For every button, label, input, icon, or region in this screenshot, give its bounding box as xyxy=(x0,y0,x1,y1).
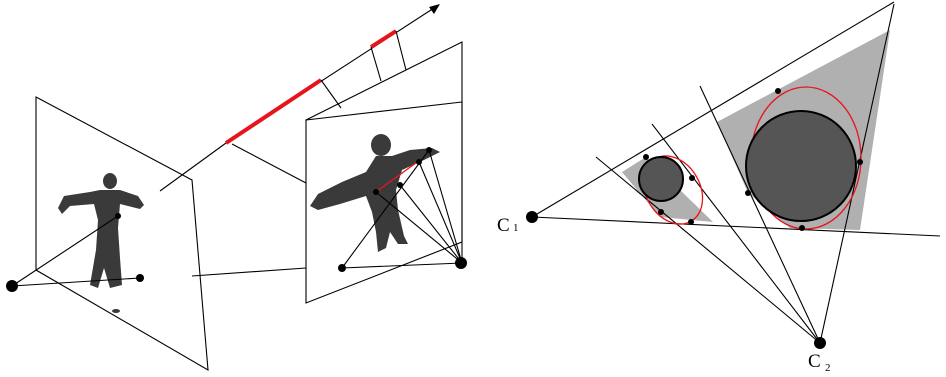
camera-center-1 xyxy=(6,280,18,292)
object-small-disk xyxy=(638,156,684,202)
camera-center-2 xyxy=(455,257,467,269)
silhouette-2 xyxy=(310,134,440,252)
interval-segment-2 xyxy=(369,29,398,49)
silhouette-1 xyxy=(58,173,144,313)
camera-label-c2-sub: 2 xyxy=(825,362,831,374)
camera-c1 xyxy=(526,211,538,223)
epipolar-red-segment xyxy=(375,159,421,193)
camera-label-c2: C xyxy=(808,351,821,372)
camera-label-c1: C xyxy=(497,215,510,236)
ray-arrow-icon xyxy=(429,4,440,14)
image-plane-1 xyxy=(35,96,209,372)
left-panel xyxy=(6,4,467,372)
camera-label-c1-sub: 1 xyxy=(513,222,519,234)
camera-c2 xyxy=(814,337,826,349)
right-panel: C 1 C 2 xyxy=(497,1,941,374)
interval-segment-1 xyxy=(224,78,323,145)
object-large-disk xyxy=(745,110,857,222)
